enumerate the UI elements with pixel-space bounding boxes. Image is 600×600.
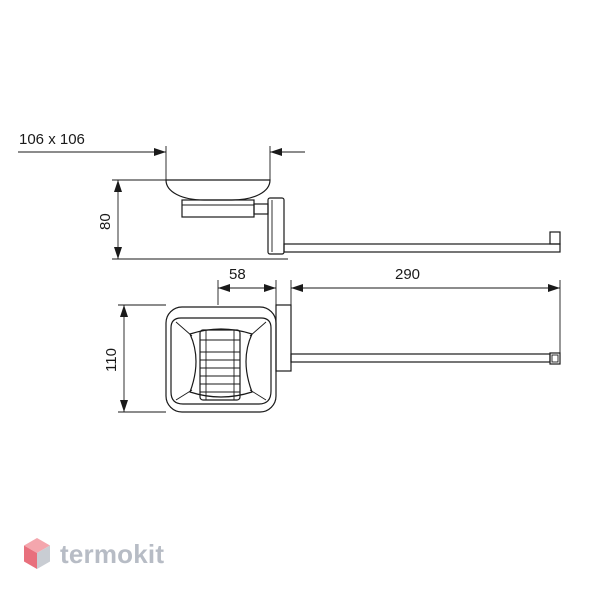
side-wall-mount xyxy=(267,197,561,255)
brand-logo: termokit xyxy=(22,536,164,572)
side-view: 106 x 106 80 xyxy=(18,131,561,260)
side-soap-dish xyxy=(165,179,271,218)
dimension-arm-length: 290 xyxy=(290,266,561,353)
label-depth: 110 xyxy=(103,348,120,372)
top-wall-mount xyxy=(275,304,561,372)
label-arm-length: 290 xyxy=(395,266,420,283)
label-top-opening: 106 x 106 xyxy=(19,131,85,148)
hexagon-cube-logo-icon xyxy=(24,538,50,569)
dimension-cup-offset: 58 xyxy=(217,266,277,305)
top-view: 58 290 110 xyxy=(103,266,561,413)
dimension-top-opening: 106 x 106 xyxy=(18,131,305,180)
label-height: 80 xyxy=(97,213,114,230)
top-soap-dish xyxy=(165,306,277,413)
label-cup-offset: 58 xyxy=(229,266,246,283)
dimension-height: 80 xyxy=(97,179,288,260)
brand-name: termokit xyxy=(60,538,165,569)
dimension-depth: 110 xyxy=(103,304,166,413)
